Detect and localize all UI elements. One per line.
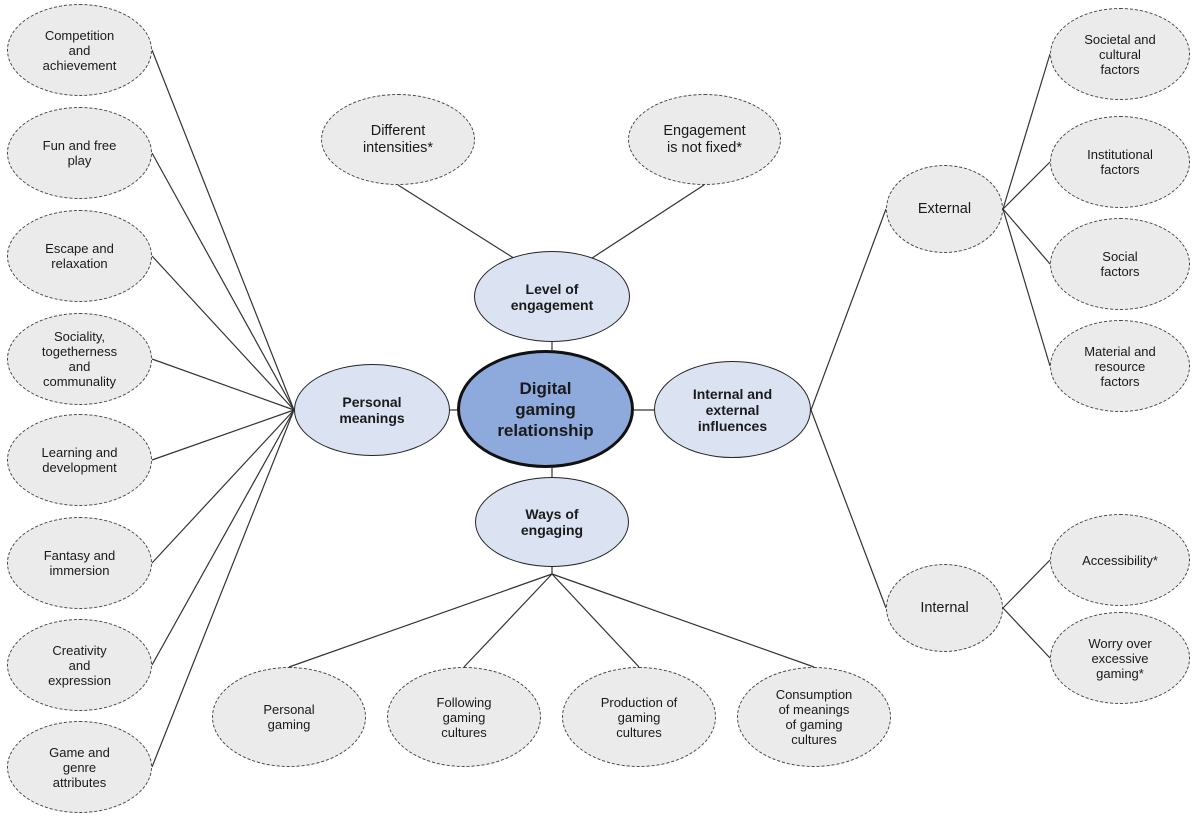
branch-level-of-engagement: Level of engagement	[474, 251, 630, 342]
connector-line	[585, 184, 705, 263]
connector-line	[1002, 161, 1051, 210]
external-item-label: Institutional factors	[1087, 147, 1153, 177]
connector-line	[551, 573, 640, 668]
connector-line	[810, 208, 887, 411]
connector-line	[151, 255, 295, 411]
internal-node: Internal	[886, 564, 1003, 652]
branch-label: Personal meanings	[339, 394, 405, 426]
meaning-item-label: Escape and relaxation	[45, 241, 114, 271]
connector-line	[151, 409, 295, 461]
ways-item-label: Following gaming cultures	[436, 694, 492, 740]
meaning-item-label: Sociality, togetherness and communality	[41, 329, 118, 389]
external-item: Material and resource factors	[1050, 320, 1190, 412]
connector-line	[151, 409, 295, 666]
connector-line	[288, 573, 553, 668]
connector-line	[151, 49, 295, 411]
meaning-item-label: Creativity and expression	[48, 642, 111, 688]
meaning-item-label: Game and genre attributes	[49, 744, 110, 790]
connector-line	[1002, 607, 1051, 659]
meaning-item-label: Learning and development	[41, 445, 118, 475]
ways-item: Production of gaming cultures	[562, 667, 716, 767]
meaning-item: Game and genre attributes	[7, 721, 152, 813]
level-item-label: Different intensities*	[362, 122, 434, 156]
center-label: Digital gaming relationship	[497, 378, 594, 440]
ways-item-label: Personal gaming	[263, 702, 315, 732]
connector-line	[397, 184, 521, 263]
external-item-label: Social factors	[1100, 249, 1140, 279]
connector-line	[551, 573, 815, 668]
branch-ways-of-engaging: Ways of engaging	[475, 477, 629, 567]
connector-line	[1002, 208, 1051, 265]
meaning-item: Fantasy and immersion	[7, 517, 152, 609]
connector-line	[463, 573, 553, 668]
external-item: Institutional factors	[1050, 116, 1190, 208]
connector-line	[1002, 208, 1051, 367]
connector-line	[1002, 559, 1051, 609]
branch-personal-meanings: Personal meanings	[294, 364, 450, 456]
external-node: External	[886, 165, 1003, 253]
level-item: Engagement is not fixed*	[628, 94, 781, 185]
branch-label: Level of engagement	[510, 280, 594, 313]
external-item: Societal and cultural factors	[1050, 8, 1190, 100]
branch-influences: Internal and external influences	[654, 361, 811, 458]
external-item-label: Societal and cultural factors	[1084, 31, 1156, 77]
internal-label: Internal	[920, 599, 969, 616]
ways-item-label: Consumption of meanings of gaming cultur…	[775, 687, 853, 747]
ways-item: Following gaming cultures	[387, 667, 541, 767]
external-item-label: Material and resource factors	[1084, 343, 1156, 389]
meaning-item-label: Fantasy and immersion	[43, 548, 116, 578]
meaning-item: Competition and achievement	[7, 4, 152, 96]
meaning-item: Fun and free play	[7, 107, 152, 199]
meaning-item: Learning and development	[7, 414, 152, 506]
level-item-label: Engagement is not fixed*	[663, 122, 746, 156]
ways-item-label: Production of gaming cultures	[600, 694, 678, 740]
internal-item: Accessibility*	[1050, 514, 1190, 606]
connector-line	[1002, 53, 1051, 210]
branch-label: Ways of engaging	[520, 506, 584, 538]
meaning-item: Escape and relaxation	[7, 210, 152, 302]
meaning-item-label: Fun and free play	[42, 138, 117, 168]
connector-line	[151, 409, 295, 768]
connector-line	[151, 358, 295, 411]
meaning-item-label: Competition and achievement	[42, 27, 117, 73]
ways-item: Consumption of meanings of gaming cultur…	[737, 667, 891, 767]
meaning-item: Sociality, togetherness and communality	[7, 313, 152, 405]
internal-item: Worry over excessive gaming*	[1050, 612, 1190, 704]
ways-item: Personal gaming	[212, 667, 366, 767]
external-label: External	[917, 200, 972, 217]
connector-line	[151, 409, 295, 564]
internal-item-label: Worry over excessive gaming*	[1088, 635, 1152, 681]
connector-line	[810, 409, 887, 609]
meaning-item: Creativity and expression	[7, 619, 152, 711]
internal-item-label: Accessibility*	[1082, 552, 1158, 568]
center-node: Digital gaming relationship	[457, 350, 634, 468]
level-item: Different intensities*	[321, 94, 475, 185]
connector-line	[151, 152, 295, 411]
external-item: Social factors	[1050, 218, 1190, 310]
branch-label: Internal and external influences	[692, 385, 773, 434]
